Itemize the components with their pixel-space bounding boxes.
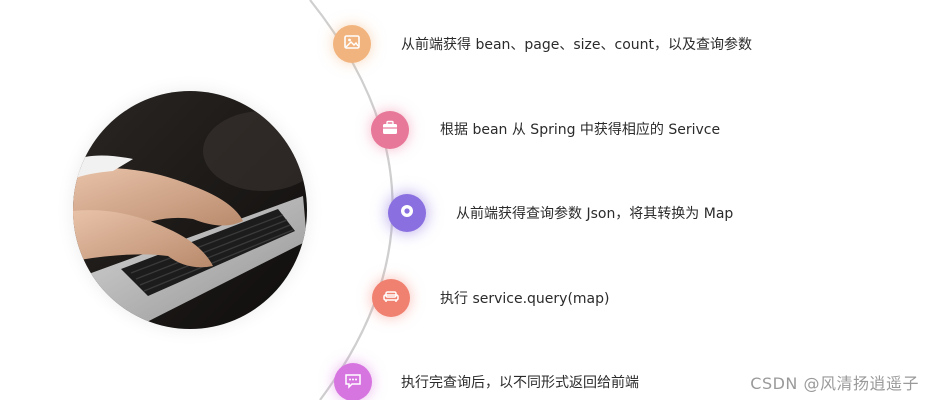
step-1-text: 从前端获得 bean、page、size、count，以及查询参数 xyxy=(401,37,753,53)
step-2-text: 根据 bean 从 Spring 中获得相应的 Serivce xyxy=(440,122,721,138)
chat-bubble-icon xyxy=(343,370,363,394)
image-icon xyxy=(342,32,362,56)
csdn-watermark: CSDN @风清扬逍遥子 xyxy=(750,374,919,393)
step-5-node xyxy=(334,363,372,400)
step-2-node xyxy=(371,111,409,149)
step-1-node xyxy=(333,25,371,63)
step-3-text: 从前端获得查询参数 Json，将其转换为 Map xyxy=(456,206,734,222)
step-3-node xyxy=(388,194,426,232)
location-pin-icon xyxy=(397,201,417,225)
step-4-text: 执行 service.query(map) xyxy=(440,291,610,307)
step-5-text: 执行完查询后，以不同形式返回给前端 xyxy=(401,375,639,391)
sofa-icon xyxy=(381,286,401,310)
laptop-typing-photo xyxy=(73,91,307,329)
briefcase-icon xyxy=(380,118,400,142)
step-4-node xyxy=(372,279,410,317)
